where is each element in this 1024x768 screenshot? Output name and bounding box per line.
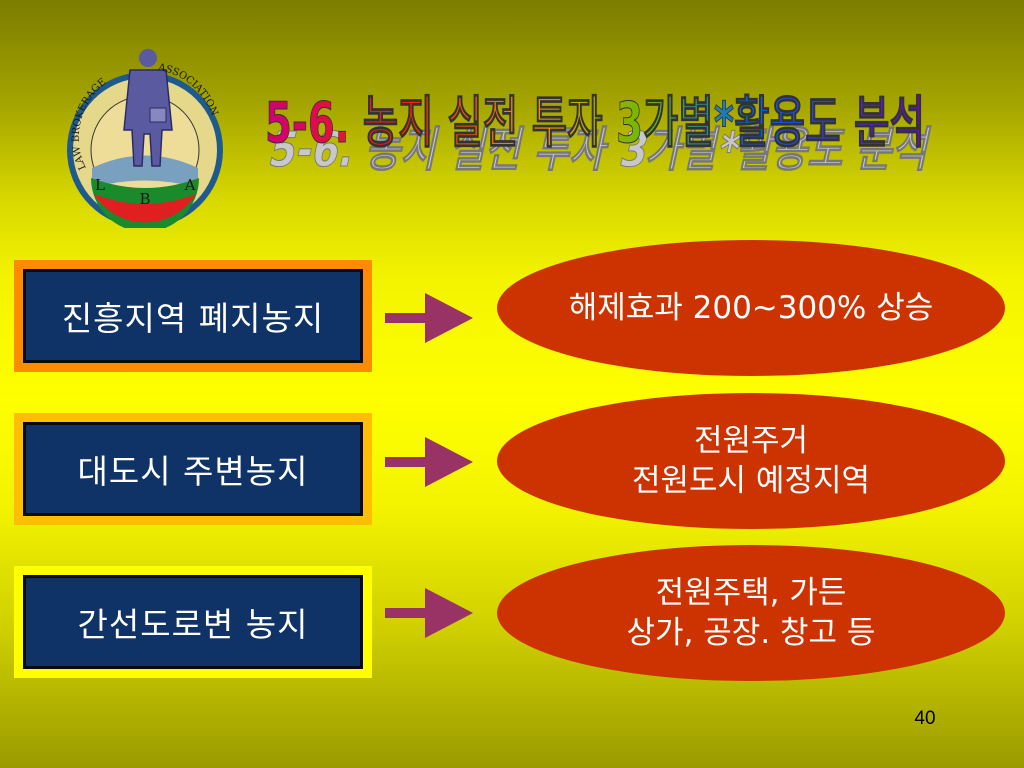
row-1-label-box: 진흥지역 폐지농지 [14, 260, 372, 372]
title-text: 5-6. 농지 실전 투자 3가별*활용도 분석 [265, 91, 925, 156]
row-3-label-box: 간선도로변 농지 [14, 566, 372, 678]
row-1-result-line-1: 해제효과 200~300% 상승 [568, 290, 934, 326]
row-3-result-line-1: 전원주택, 가든 [655, 575, 847, 611]
row-1-label: 진흥지역 폐지농지 [23, 269, 363, 363]
arrow-right-icon [385, 588, 473, 638]
row-2-label-box: 대도시 주변농지 [14, 413, 372, 525]
title-shadow: 5-6. 농지 실전 투자 3가별*활용도 분석 [264, 122, 936, 177]
man-figure-icon [123, 49, 173, 167]
row-3-result-line-2: 상가, 공장. 창고 등 [626, 615, 876, 651]
logo-letter-a: A [184, 176, 196, 194]
row-2-label: 대도시 주변농지 [23, 422, 363, 516]
row-3-label: 간선도로변 농지 [23, 575, 363, 669]
lba-logo: LAW BROKERAGE ASSOCIATION L B A [67, 49, 223, 228]
arrow-right-icon [385, 437, 473, 487]
logo-letter-l: L [95, 176, 105, 194]
row-2-result-line-2: 전원도시 예정지역 [631, 463, 870, 499]
row-2-result-line-1: 전원주거 [693, 423, 809, 459]
arrow-right-icon [385, 293, 473, 343]
slide-title: 5-6. 농지 실전 투자 3가별*활용도 분석 5-6. 농지 실전 투자 3… [264, 91, 937, 179]
page-number: 40 [914, 708, 936, 729]
logo-letter-b: B [139, 190, 150, 208]
row-1-result-ellipse: 해제효과 200~300% 상승 [497, 240, 1005, 376]
row-3-result-ellipse: 전원주택, 가든 상가, 공장. 창고 등 [497, 545, 1005, 681]
row-2-result-ellipse: 전원주거 전원도시 예정지역 [497, 393, 1005, 529]
